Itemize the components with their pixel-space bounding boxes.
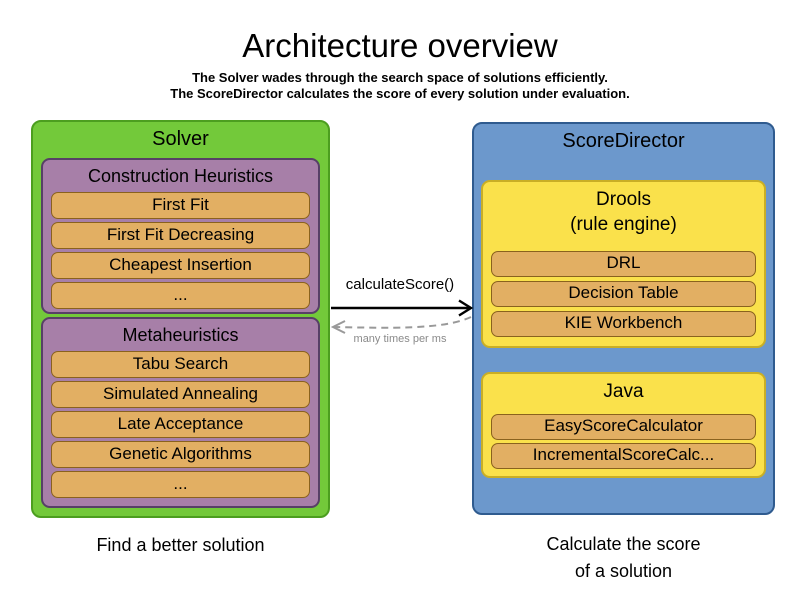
drools-items: DRL Decision Table KIE Workbench — [483, 251, 764, 337]
item-tabu-search: Tabu Search — [51, 351, 310, 378]
java-items: EasyScoreCalculator IncrementalScoreCalc… — [483, 414, 764, 469]
item-construction-ellipsis: ... — [51, 282, 310, 309]
item-late-acceptance: Late Acceptance — [51, 411, 310, 438]
drools-group: Drools (rule engine) DRL Decision Table … — [481, 180, 766, 348]
solver-caption: Find a better solution — [96, 535, 265, 555]
item-genetic-algorithms: Genetic Algorithms — [51, 441, 310, 468]
item-incremental-score-calculator: IncrementalScoreCalc... — [491, 443, 756, 469]
drools-sublabel: (rule engine) — [570, 214, 677, 235]
return-arrow-label: many times per ms — [353, 333, 447, 345]
construction-heuristics-label: Construction Heuristics — [87, 166, 274, 186]
construction-heuristics-items: First Fit First Fit Decreasing Cheapest … — [43, 192, 318, 309]
drools-label: Drools — [596, 189, 651, 210]
item-decision-table: Decision Table — [491, 281, 756, 307]
connection-arrows — [330, 299, 474, 334]
score-director-title: ScoreDirector — [562, 130, 685, 152]
diagram-subtitle: The Solver wades through the search spac… — [0, 70, 800, 102]
diagram-title: Architecture overview — [242, 27, 558, 64]
subtitle-line-2: The ScoreDirector calculates the score o… — [170, 86, 630, 101]
metaheuristics-items: Tabu Search Simulated Annealing Late Acc… — [43, 351, 318, 498]
java-label: Java — [603, 381, 644, 402]
metaheuristics-label: Metaheuristics — [122, 325, 239, 345]
calculate-score-arrow — [331, 299, 474, 317]
item-simulated-annealing: Simulated Annealing — [51, 381, 310, 408]
return-arrow — [330, 316, 472, 334]
item-metaheuristics-ellipsis: ... — [51, 471, 310, 498]
subtitle-line-1: The Solver wades through the search spac… — [192, 70, 608, 85]
solver-title: Solver — [152, 128, 209, 150]
score-director-caption-line-2: of a solution — [574, 561, 673, 581]
item-kie-workbench: KIE Workbench — [491, 311, 756, 337]
java-group: Java EasyScoreCalculator IncrementalScor… — [481, 372, 766, 478]
calculate-score-label: calculateScore() — [345, 276, 455, 293]
item-first-fit: First Fit — [51, 192, 310, 219]
score-director-caption-line-1: Calculate the score — [546, 534, 701, 554]
construction-heuristics-group: Construction Heuristics First Fit First … — [41, 158, 320, 314]
score-director-caption: Calculate the score of a solution — [472, 531, 775, 585]
item-cheapest-insertion: Cheapest Insertion — [51, 252, 310, 279]
item-first-fit-decreasing: First Fit Decreasing — [51, 222, 310, 249]
score-director-box: ScoreDirector Drools (rule engine) DRL D… — [472, 122, 775, 515]
metaheuristics-group: Metaheuristics Tabu Search Simulated Ann… — [41, 317, 320, 508]
item-easy-score-calculator: EasyScoreCalculator — [491, 414, 756, 440]
solver-box: Solver Construction Heuristics First Fit… — [31, 120, 330, 518]
item-drl: DRL — [491, 251, 756, 277]
